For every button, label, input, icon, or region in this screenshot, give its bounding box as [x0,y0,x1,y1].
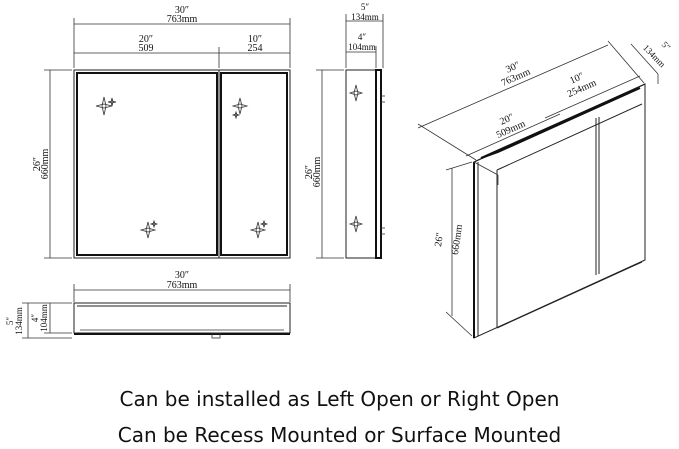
side-height-in: 26″ [304,165,315,179]
bottom-depth-in: 5″ [5,317,15,326]
front-height-mm: 660mm [40,149,51,180]
sparkle-icon [249,219,269,239]
bottom-depth-mm: 134mm [14,307,24,335]
front-left-width-in: 20″ [139,34,153,45]
side-view: 5″ 134mm 4″ 104mm 26″ 660mm [304,2,385,259]
front-width-in: 30″ [175,5,189,16]
bottom-width-mm: 763mm [167,280,198,291]
bottom-view: 30″ 763mm 5″ 134mm 4″ 104mm [5,270,291,339]
side-depth-mm: 134mm [351,12,379,22]
iso-width-in: 30″ [504,60,521,76]
sparkle-icon [348,215,364,233]
iso-height-in: 26″ [433,232,446,248]
bottom-inner-in: 4″ [30,314,40,323]
front-width-mm: 763mm [167,14,198,25]
side-inner-mm: 104mm [348,42,376,52]
side-height-mm: 660mm [312,157,323,188]
front-left-width-mm: 509 [139,43,154,54]
sparkle-icon [348,84,364,102]
iso-right-in: 10″ [568,71,585,87]
iso-height-mm: 660mm [450,224,465,256]
bottom-width-in: 30″ [175,270,189,281]
iso-left-in: 20″ [498,112,515,128]
side-inner-in: 4″ [358,32,367,42]
bottom-inner-mm: 104mm [39,304,49,332]
caption-mounting-type: Can be Recess Mounted or Surface Mounted [117,423,562,447]
front-right-width-in: 10″ [248,34,262,45]
front-view: 30″ 763mm 20″ 509 10″ 254 [32,5,291,259]
sparkle-icon [95,96,117,116]
front-height-in: 26″ [32,157,43,171]
front-right-width-mm: 254 [248,43,263,54]
caption-open-direction: Can be installed as Left Open or Right O… [119,387,560,411]
sparkle-icon [139,219,159,239]
sparkle-icon [231,97,249,120]
isometric-view: 30″ 763mm 10″ 254mm 20″ 509mm 5″ 134mm 2… [417,39,673,339]
iso-depth-in: 5″ [660,39,673,52]
side-depth-in: 5″ [361,2,370,12]
